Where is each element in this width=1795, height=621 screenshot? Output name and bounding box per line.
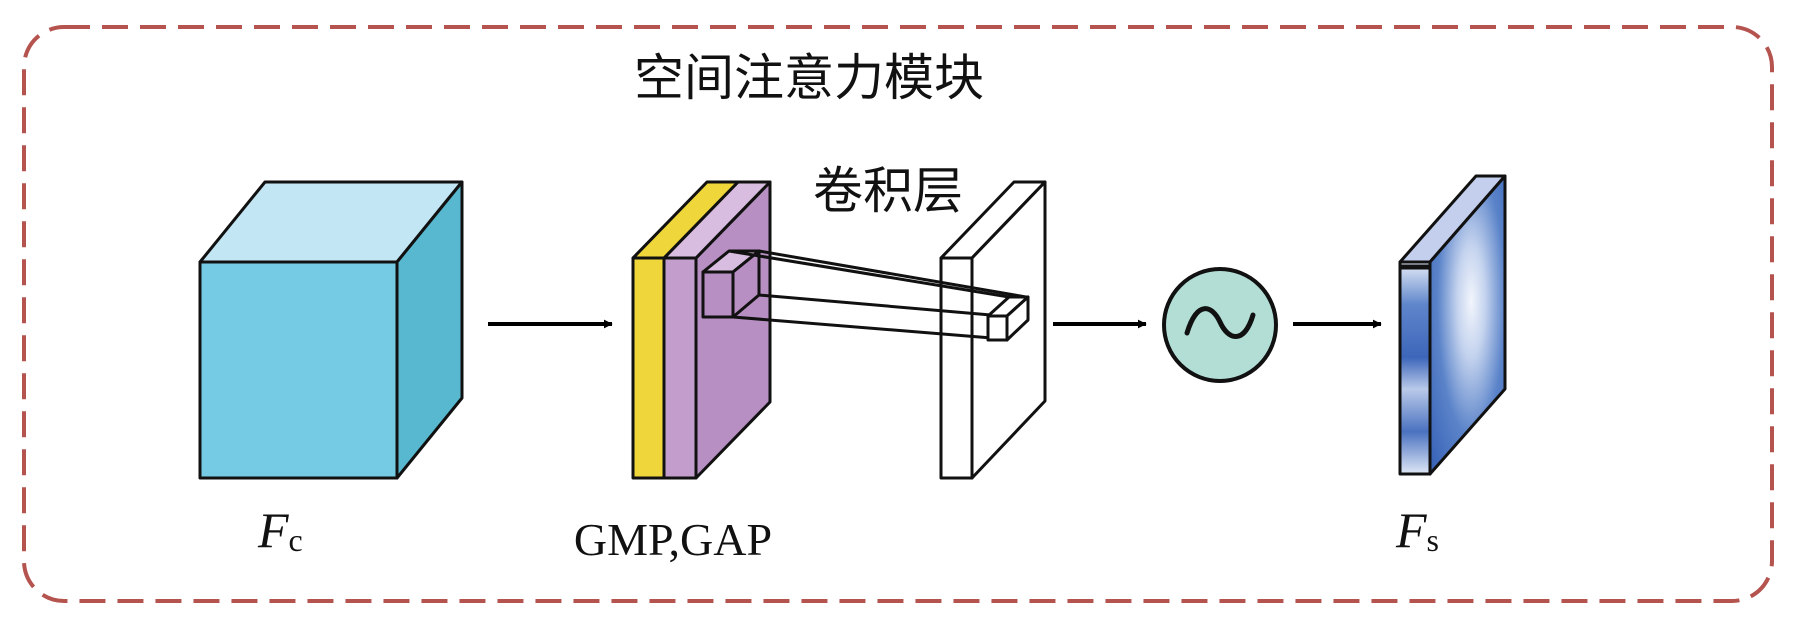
output-attention-map xyxy=(1398,174,1507,476)
conv-projection-lines xyxy=(728,249,1027,341)
cube-front-face xyxy=(198,260,399,480)
conv-plate-front xyxy=(939,256,974,480)
gap-layer xyxy=(662,256,698,480)
module-frame xyxy=(22,25,1774,603)
input-feature-cube xyxy=(198,180,464,480)
sigmoid-activation xyxy=(1162,267,1278,383)
wave-icon xyxy=(1184,306,1256,339)
pool-label: GMP,GAP xyxy=(574,514,772,565)
conv-layer-label: 卷积层 xyxy=(813,162,963,220)
pooled-feature-maps xyxy=(631,180,772,480)
input-label: Fc xyxy=(257,502,303,558)
output-label: Fs xyxy=(1395,502,1439,558)
output-front-face xyxy=(1398,260,1432,476)
conv-output-cell xyxy=(986,295,1030,342)
gmp-layer xyxy=(631,256,666,480)
module-title: 空间注意力模块 xyxy=(634,49,984,107)
